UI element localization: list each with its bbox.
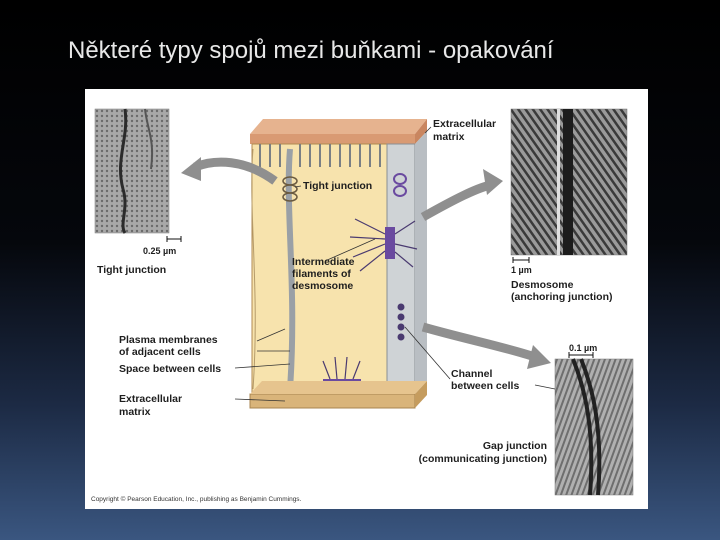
- junctions-figure: Extracellular matrix Tight junction Inte…: [85, 89, 648, 509]
- tight-junction-micrograph: [94, 108, 170, 234]
- label-intermediate-filaments-line3: desmosome: [292, 280, 353, 292]
- label-channel: Channel: [451, 368, 493, 380]
- desmosome-micrograph: [510, 108, 628, 256]
- arrow-to-tight-micrograph: [181, 157, 278, 185]
- slide-title: Některé typy spojů mezi buňkami - opakov…: [68, 37, 554, 64]
- copyright-notice: Copyright © Pearson Education, Inc., pub…: [91, 495, 302, 503]
- label-channel-line2: between cells: [451, 380, 519, 392]
- label-plasma-membranes: Plasma membranes: [119, 334, 218, 346]
- arrow-to-gap-micrograph: [421, 322, 551, 369]
- label-space-between-cells: Space between cells: [119, 363, 221, 375]
- leader-lines: [234, 126, 556, 402]
- label-extracellular-matrix-top: Extracellular: [433, 118, 496, 130]
- desmosome-plaque: [349, 218, 418, 272]
- label-plasma-membranes-line2: of adjacent cells: [119, 346, 201, 358]
- gap-junction-micrograph: [554, 358, 634, 496]
- label-tight-scale: 0.25 µm: [143, 246, 176, 256]
- label-desmo-scale: 1 µm: [511, 265, 532, 275]
- caption-gap-junction-line2: (communicating junction): [419, 453, 547, 465]
- cell-illustration: [249, 119, 427, 409]
- caption-desmosome-line2: (anchoring junction): [511, 291, 613, 303]
- label-extracellular-matrix-bottom-line2: matrix: [119, 406, 151, 418]
- caption-gap-junction: Gap junction: [483, 440, 547, 452]
- label-extracellular-matrix-top-line2: matrix: [433, 131, 465, 143]
- tight-scale-bar: [166, 236, 182, 242]
- caption-desmosome: Desmosome: [511, 279, 574, 291]
- junctions-diagram: Extracellular matrix Tight junction Inte…: [91, 108, 634, 503]
- label-gap-scale: 0.1 µm: [569, 343, 597, 353]
- label-tight-junction-arrow: Tight junction: [303, 180, 372, 192]
- label-intermediate-filaments: Intermediate: [292, 256, 355, 268]
- label-intermediate-filaments-line2: filaments of: [292, 268, 351, 280]
- arrow-to-desmosome-micrograph: [420, 169, 503, 221]
- desmo-scale-bar: [512, 257, 530, 263]
- gap-scale-bar: [568, 352, 594, 358]
- label-extracellular-matrix-bottom: Extracellular: [119, 393, 182, 405]
- caption-tight-junction: Tight junction: [97, 264, 166, 276]
- gap-junction-channels: [397, 303, 405, 341]
